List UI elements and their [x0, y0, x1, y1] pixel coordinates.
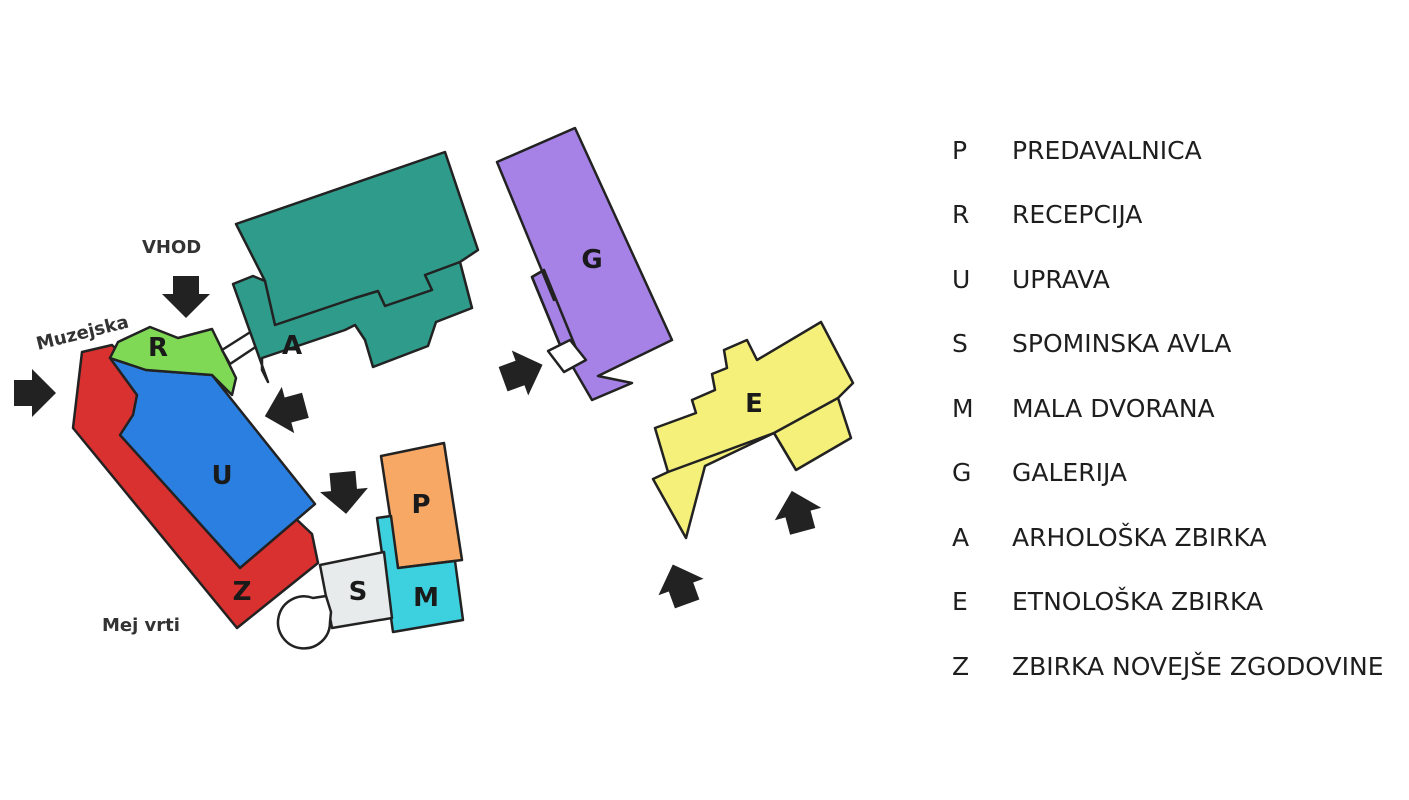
building-e[interactable] — [651, 320, 855, 540]
legend-code: U — [952, 264, 971, 294]
building-letter-s: S — [349, 577, 368, 607]
legend-code: M — [952, 393, 974, 423]
map-legend: P PREDAVALNICA R RECEPCIJA U UPRAVA S SPOMIN… — [952, 118, 1402, 699]
arrow-icon — [14, 369, 56, 417]
legend-item: U UPRAVA — [952, 247, 1402, 312]
arrow-icon — [650, 556, 710, 613]
legend-name: ZBIRKA NOVEJŠE ZGODOVINE — [1012, 651, 1384, 681]
legend-item: P PREDAVALNICA — [952, 118, 1402, 183]
building-r[interactable] — [108, 325, 238, 397]
legend-name: RECEPCIJA — [1012, 200, 1143, 230]
round-pavilion — [276, 594, 333, 650]
building-letter-r: R — [148, 333, 168, 363]
building-letter-g: G — [581, 245, 602, 275]
building-g[interactable] — [495, 126, 674, 402]
legend-name: ETNOLOŠKA ZBIRKA — [1012, 587, 1264, 617]
legend-item: R RECEPCIJA — [952, 183, 1402, 248]
arrow-icon — [494, 342, 551, 402]
building-a-inner-lines — [263, 260, 461, 327]
building-letter-m: M — [413, 583, 439, 613]
legend-name: ARHOLOŠKA ZBIRKA — [1012, 522, 1267, 552]
arrow-icon — [768, 484, 826, 538]
legend-item: E ETNOLOŠKA ZBIRKA — [952, 570, 1402, 635]
building-letter-u: U — [211, 461, 232, 491]
legend-item: A ARHOLOŠKA ZBIRKA — [952, 505, 1402, 570]
building-m[interactable] — [375, 514, 465, 634]
legend-code: R — [952, 200, 970, 230]
arrow-icon — [318, 469, 371, 517]
legend-name: MALA DVORANA — [1012, 393, 1215, 423]
entrance-label: VHOD — [142, 237, 201, 258]
legend-code: P — [952, 135, 968, 165]
arrow-icon — [162, 276, 210, 318]
building-letter-e: E — [745, 389, 763, 419]
legend-code: S — [952, 329, 968, 359]
legend-code: G — [952, 458, 972, 488]
legend-item: Z ZBIRKA NOVEJŠE ZGODOVINE — [952, 634, 1402, 699]
legend-item: S SPOMINSKA AVLA — [952, 312, 1402, 377]
museum-site-map: Z U R A G E P M S VHOD Muzejska Mej vrti — [14, 126, 855, 650]
connector-g — [546, 338, 588, 374]
legend-code: Z — [952, 651, 970, 681]
legend-name: SPOMINSKA AVLA — [1012, 329, 1232, 359]
legend-name: PREDAVALNICA — [1012, 135, 1202, 165]
legend-code: A — [952, 522, 970, 552]
legend-name: UPRAVA — [1012, 264, 1110, 294]
building-letter-a: A — [282, 331, 302, 361]
legend-name: GALERIJA — [1012, 458, 1127, 488]
legend-code: E — [952, 587, 968, 617]
legend-item: G GALERIJA — [952, 441, 1402, 506]
arrow-icon — [258, 382, 312, 440]
building-a[interactable] — [231, 150, 480, 384]
building-letter-p: P — [411, 490, 430, 520]
street-label-mej-vrti: Mej vrti — [102, 615, 180, 636]
building-letter-z: Z — [233, 577, 252, 607]
building-e-inner-lines-2 — [772, 432, 798, 471]
legend-item: M MALA DVORANA — [952, 376, 1402, 441]
